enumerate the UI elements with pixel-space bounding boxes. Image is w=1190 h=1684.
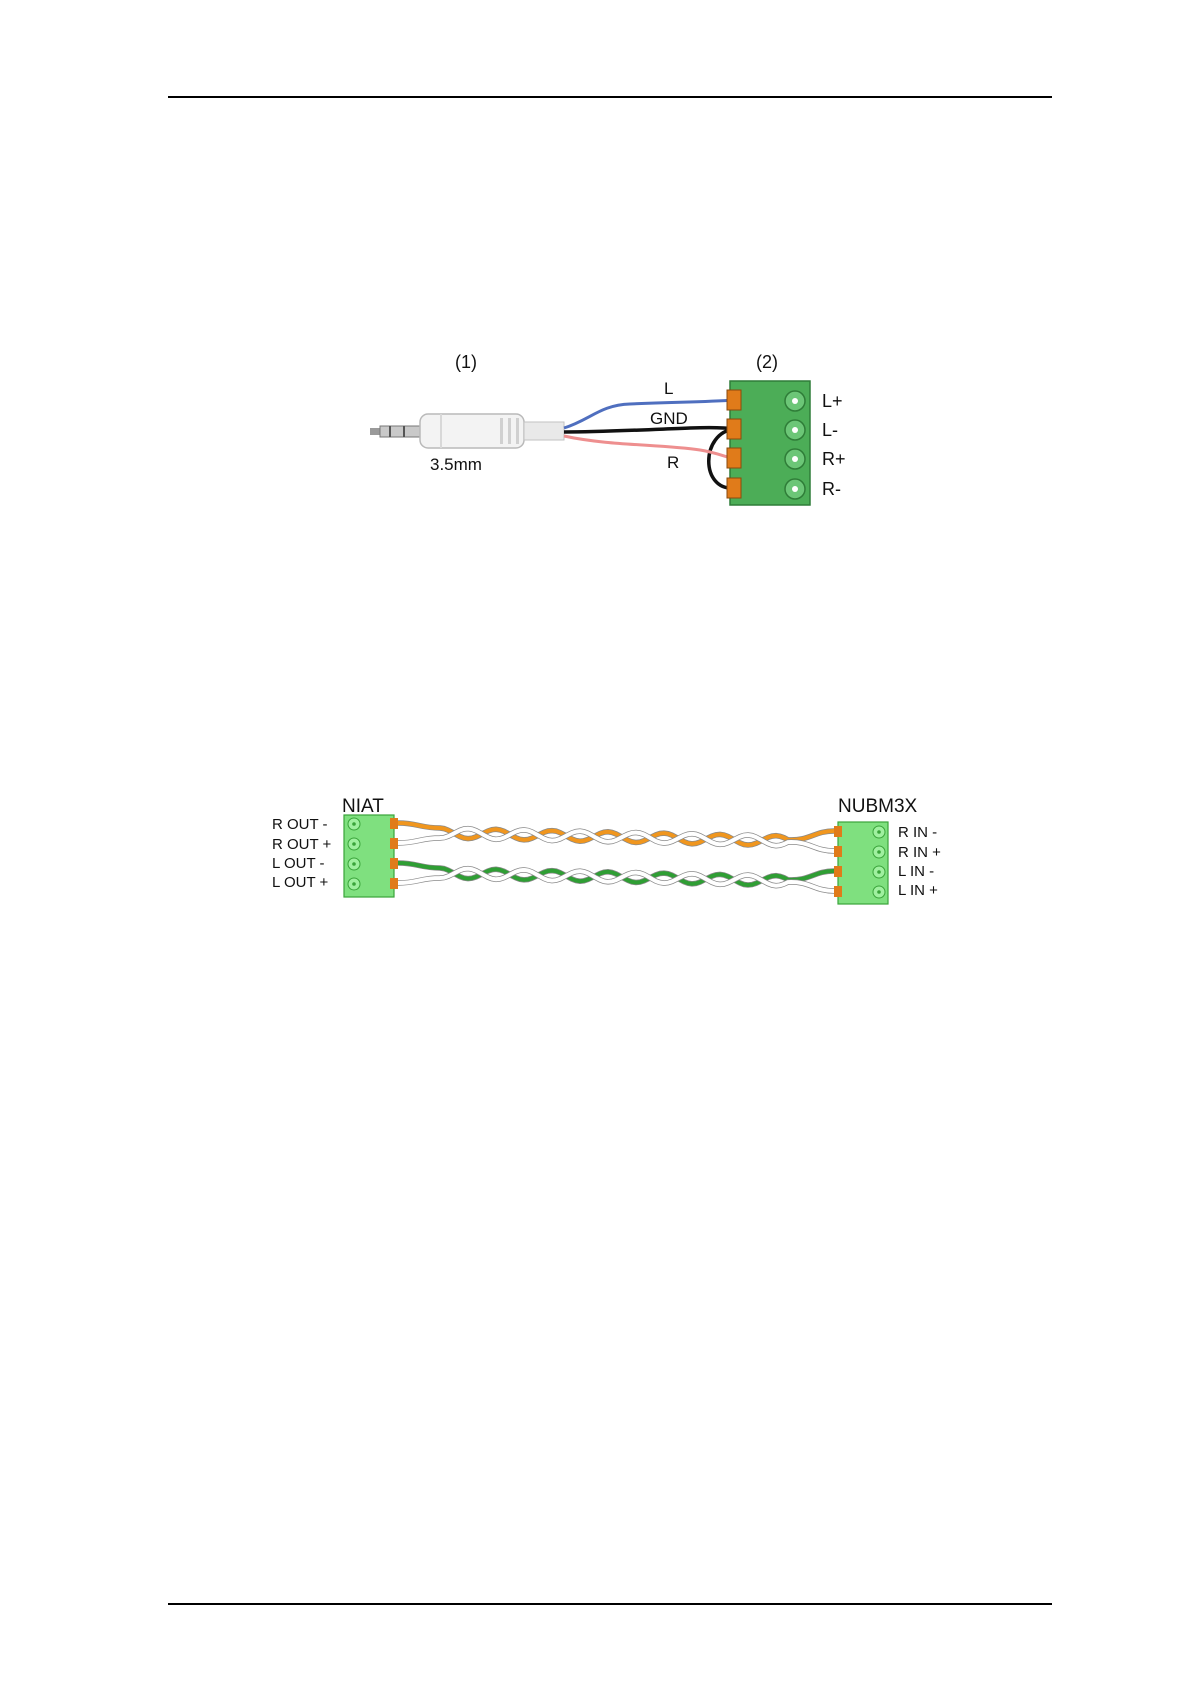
source-pin-label: R OUT + xyxy=(272,836,332,853)
plug-size-label: 3.5mm xyxy=(430,455,482,474)
wire-right-label: R xyxy=(667,453,679,472)
jack-plug-icon xyxy=(370,414,564,448)
source-name: NIAT xyxy=(342,796,384,817)
dest-pin-label: R IN + xyxy=(898,844,941,861)
twisted-pair-cables xyxy=(398,823,834,891)
source-pin-label: L OUT - xyxy=(272,855,325,872)
terminal-label: L- xyxy=(822,420,838,440)
wire-left-label: L xyxy=(664,379,673,398)
callout-plug: (1) xyxy=(455,352,477,372)
terminal-label: R- xyxy=(822,479,841,499)
dest-pin-label: L IN + xyxy=(898,882,938,899)
terminal-label: R+ xyxy=(822,449,846,469)
dest-pin-label: L IN - xyxy=(898,863,934,880)
callout-block: (2) xyxy=(756,352,778,372)
source-pin-label: L OUT + xyxy=(272,874,329,891)
balanced-link-diagram: NIAT NUBM3X R OUT - R OUT + L OUT - L OU… xyxy=(272,796,941,904)
source-pin-label: R OUT - xyxy=(272,816,328,833)
terminal-label: L+ xyxy=(822,391,843,411)
wire-ground xyxy=(564,428,735,432)
dest-pin-label: R IN - xyxy=(898,824,937,841)
dest-name: NUBM3X xyxy=(838,796,918,817)
wire-ground-label: GND xyxy=(650,409,688,428)
footer-rule xyxy=(168,1603,1052,1605)
terminal-block xyxy=(727,381,810,505)
